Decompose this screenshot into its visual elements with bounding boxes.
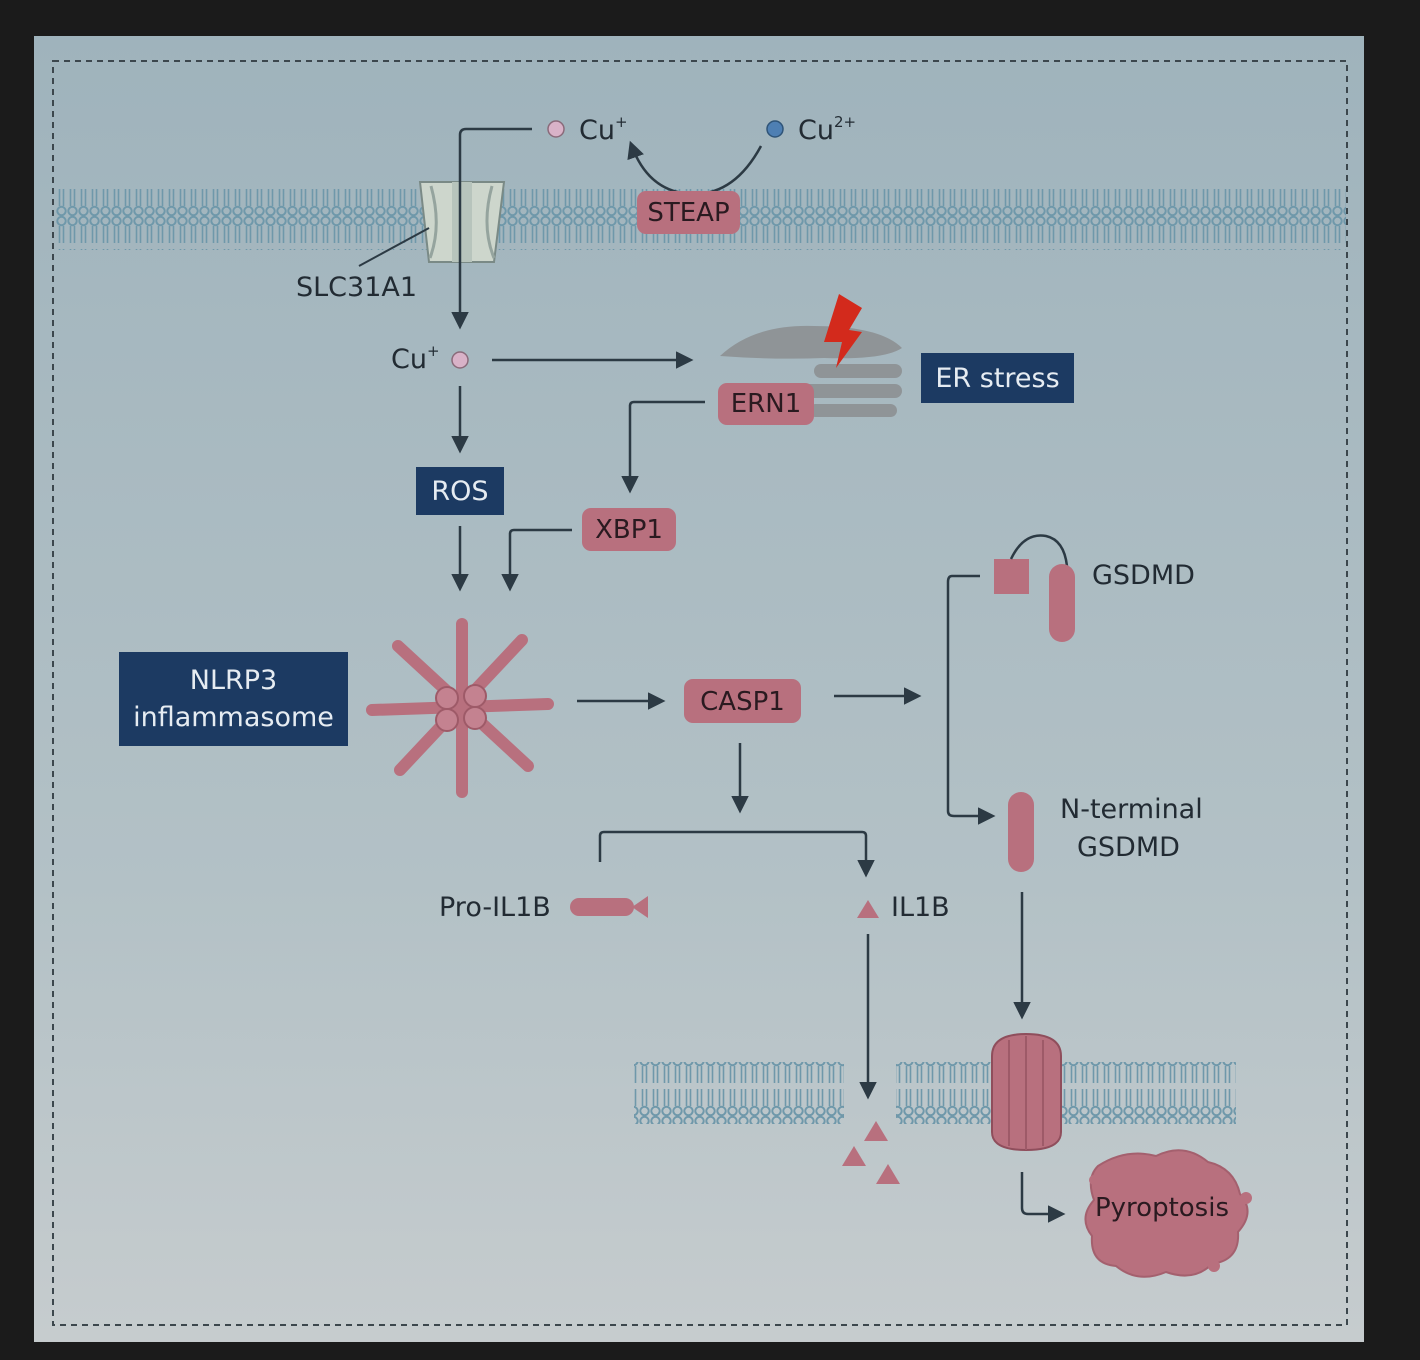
pyroptosis-label: Pyroptosis [1095, 1193, 1229, 1223]
ros-box [416, 467, 504, 515]
cu-plus-ion-icon [547, 120, 565, 138]
xbp1-label: XBP1 [595, 515, 663, 545]
ern1-to-xbp1-arrow [621, 400, 705, 494]
cu-2plus-label: Cu2+ [798, 113, 856, 146]
nlrp3-box [119, 652, 348, 746]
gsdmd-cleavage-bracket-arrow [946, 574, 996, 825]
slc31a1-leader-line [358, 227, 430, 267]
gsdmd-label: GSDMD [1092, 560, 1195, 591]
il1b-triangle-icon [857, 900, 879, 918]
casp1-label: CASP1 [700, 687, 785, 717]
cu-plus-top-label: Cu+ [579, 113, 628, 146]
ern1-label: ERN1 [731, 389, 801, 419]
gsdmd-protein-icon [994, 534, 1075, 642]
pyroptosis-bleb-icon [1208, 1260, 1220, 1272]
steap-label: STEAP [647, 198, 729, 228]
inflammasome-complex-icon [366, 618, 554, 798]
nlrp3-label-line1: NLRP3 [190, 665, 277, 696]
er-stress-label: ER stress [935, 363, 1059, 394]
n-terminal-label-line2: GSDMD [1077, 832, 1180, 863]
pyroptosis-bleb-icon [1089, 1175, 1099, 1185]
pore-to-pyroptosis-arrow [1020, 1172, 1066, 1223]
plasma-membrane-bottom-left [634, 1062, 844, 1124]
copper-pyroptosis-pathway-diagram: SLC31A1 Cu+ Cu2+ STEAP Cu+ ERN1 ER stres… [34, 36, 1364, 1342]
slc31a1-transporter [418, 181, 506, 263]
inflammasome-core-icon [435, 684, 487, 732]
gsdmd-pore-icon [991, 1032, 1062, 1152]
plasma-membrane-bottom-right [896, 1062, 1236, 1124]
cu-entry-arrow [451, 127, 532, 330]
cu-plus-inner-label: Cu+ [391, 342, 440, 375]
released-il1b-icon [842, 1121, 900, 1184]
stress-bolt-icon [824, 294, 862, 368]
ros-label: ROS [431, 476, 488, 507]
n-terminal-gsdmd-icon [1008, 792, 1034, 872]
pro-il1b-protein-icon [570, 896, 648, 918]
pro-il1b-label: Pro-IL1B [439, 892, 551, 923]
slc31a1-label: SLC31A1 [296, 272, 417, 303]
ern1-box [718, 383, 814, 425]
il1b-processing-bracket-arrow [598, 830, 875, 878]
cu-2plus-ion-icon [766, 120, 784, 138]
xbp1-box [582, 508, 676, 551]
nlrp3-label-line2: inflammasome [133, 702, 334, 733]
xbp1-to-nlrp3-arrow [501, 528, 572, 592]
casp1-box [684, 679, 801, 723]
dashed-border [52, 60, 1348, 1326]
pyroptosis-bleb-icon [1240, 1192, 1252, 1204]
il1b-label: IL1B [891, 892, 950, 923]
n-terminal-label-line1: N-terminal [1060, 794, 1203, 825]
diagram-frame: SLC31A1 Cu+ Cu2+ STEAP Cu+ ERN1 ER stres… [34, 36, 1364, 1342]
cu-plus-inner-ion-icon [451, 351, 469, 369]
steap-box [637, 191, 740, 234]
er-stress-box [921, 353, 1074, 403]
